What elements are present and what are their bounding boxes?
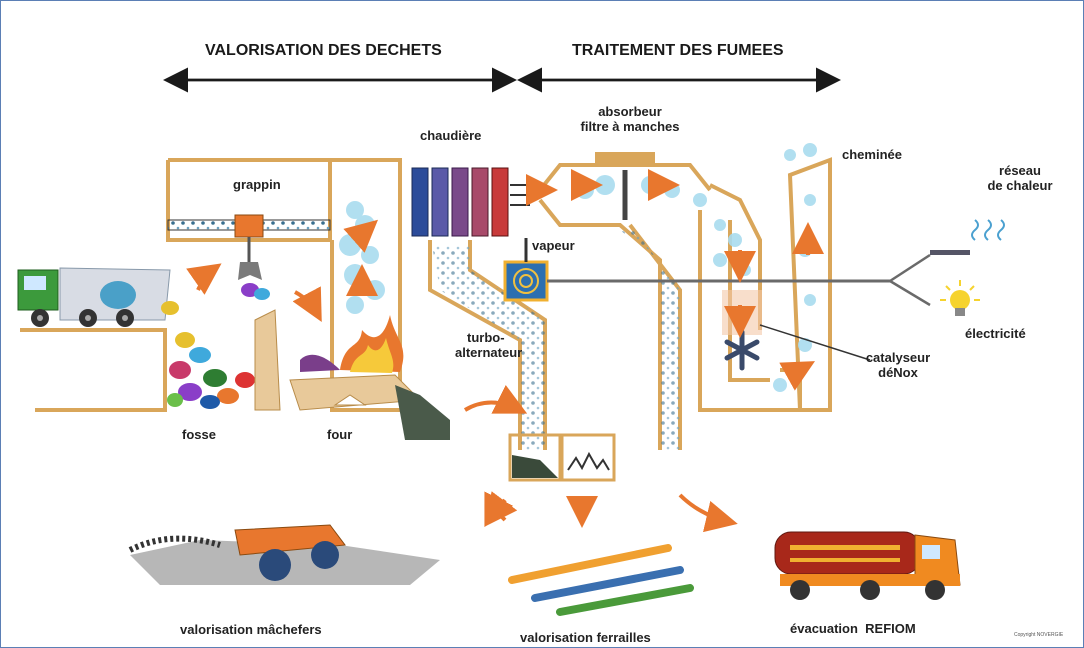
label-turbo-line1: turbo- [467,330,505,345]
garbage-truck [17,267,171,327]
label-absorbeur-line2: filtre à manches [580,119,680,134]
label-refiom: évacuation REFIOM [790,621,916,636]
header-traitement: TRAITEMENT DES FUMEES [572,42,784,59]
waste-bags [161,283,270,409]
label-cheminee: cheminée [842,147,902,162]
boiler-tubes [411,167,530,237]
label-chaudiere: chaudière [420,128,482,143]
lightbulb-icon [940,280,980,316]
furnace-smoke [339,201,385,314]
label-absorbeur: absorbeur filtre à manches [570,104,690,134]
absorber-smoke [576,175,707,207]
label-reseau-line2: de chaleur [987,178,1053,193]
refiom-truck [774,531,961,600]
label-catalyseur: catalyseur déNox [858,350,938,380]
absorber-top [595,152,655,166]
ash-bins [395,385,616,482]
label-vapeur: vapeur [532,238,575,253]
crane-trolley [234,214,264,238]
label-four: four [327,427,353,442]
label-electricite: électricité [965,326,1026,341]
turbo-alternator [503,260,549,302]
grab-claw [238,262,262,280]
heat-network-icon [971,219,1005,241]
slag-roller [128,524,440,585]
chimney-smoke [773,143,817,392]
scrap-bars [508,544,694,616]
label-reseau: réseau de chaleur [975,163,1065,193]
header-valorisation: VALORISATION DES DECHETS [205,42,442,59]
flow-arrows [186,169,824,522]
label-machefers: valorisation mâchefers [180,622,322,637]
label-absorbeur-line1: absorbeur [598,104,662,119]
label-ferrailles: valorisation ferrailles [520,630,651,645]
label-catalyseur-line2: déNox [878,365,918,380]
label-turbo: turbo- alternateur [455,330,522,360]
copyright-text: Copyright NOVERGIE [1014,632,1064,638]
furnace-flames [300,315,404,373]
label-turbo-line2: alternateur [455,345,523,360]
label-catalyseur-line1: catalyseur [865,350,931,365]
label-reseau-line1: réseau [999,163,1041,178]
label-fosse: fosse [182,427,216,442]
label-grappin: grappin [233,177,281,192]
